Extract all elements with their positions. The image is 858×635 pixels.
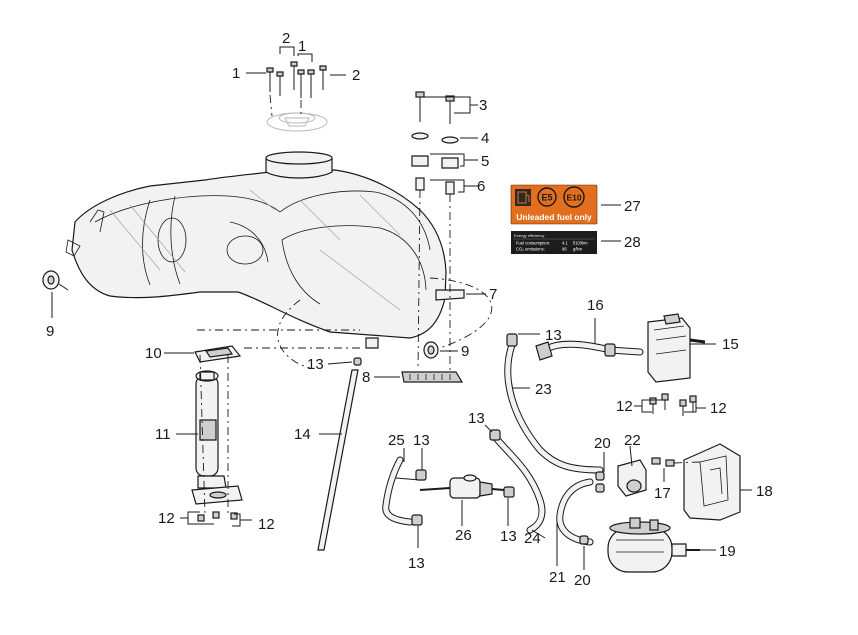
callout-23: 23 — [535, 381, 552, 398]
hose-clamps — [353, 357, 605, 545]
e5-badge — [537, 187, 557, 207]
bracket-bolts — [411, 91, 459, 371]
callout-20: 20 — [594, 435, 611, 452]
callout-9: 9 — [46, 323, 54, 340]
callout-1: 1 — [298, 38, 306, 55]
pump-gasket-top — [194, 345, 242, 363]
callout-12: 12 — [616, 398, 633, 415]
callout-22: 22 — [624, 432, 641, 449]
callout-26: 26 — [455, 527, 472, 544]
callouts: 1 1 2 2 3 4 5 6 7 8 9 9 10 11 12 12 12 1… — [46, 30, 773, 589]
callout-11: 11 — [155, 426, 171, 443]
grommet-left — [42, 270, 60, 290]
valve-screws — [649, 393, 697, 416]
callout-14: 14 — [294, 426, 311, 443]
fuel-hose-24 — [489, 429, 546, 534]
callout-8: 8 — [362, 369, 370, 386]
callout-9: 9 — [461, 343, 469, 360]
fuel-hose-21 — [556, 478, 594, 546]
callout-13: 13 — [500, 528, 517, 545]
filler-cap-ring — [266, 112, 328, 132]
callout-24: 24 — [524, 530, 541, 547]
callout-13: 13 — [468, 410, 485, 427]
co2-emissions-value: 96 — [562, 247, 567, 252]
assembly-line — [197, 277, 493, 516]
callout-10: 10 — [145, 345, 162, 362]
co2-emissions-label: CO₂ emissions: — [516, 247, 545, 252]
callout-15: 15 — [722, 336, 739, 353]
efficiency-label-title: Energy efficiency — [514, 233, 544, 238]
callout-27: 27 — [624, 198, 641, 215]
callout-25: 25 — [388, 432, 405, 449]
rollover-valve — [647, 313, 706, 383]
callout-12: 12 — [258, 516, 275, 533]
callout-7: 7 — [489, 286, 497, 303]
callout-2: 2 — [282, 30, 290, 47]
canister-bracket — [683, 443, 741, 521]
fuel-label-text: Unleaded fuel only — [516, 212, 592, 222]
callout-13: 13 — [408, 555, 425, 572]
callout-12: 12 — [710, 400, 727, 417]
fuel-tank — [65, 151, 465, 349]
callout-5: 5 — [481, 153, 489, 170]
fuel-pump-icon — [515, 189, 531, 206]
fuel-filter — [419, 474, 505, 499]
drain-hose — [317, 369, 359, 551]
e10-badge-text: E10 — [566, 193, 581, 203]
callout-1: 1 — [232, 65, 240, 82]
callout-13: 13 — [413, 432, 430, 449]
fuel-hose-25 — [382, 456, 421, 526]
callout-20: 20 — [574, 572, 591, 589]
callout-13: 13 — [307, 356, 324, 373]
callout-17: 17 — [654, 485, 671, 502]
fuel-hose-23 — [504, 333, 604, 474]
charcoal-canister — [607, 517, 700, 573]
callout-12: 12 — [158, 510, 175, 527]
callout-18: 18 — [756, 483, 773, 500]
callout-3: 3 — [479, 97, 487, 114]
cap-screws — [266, 61, 327, 117]
callout-21: 21 — [549, 569, 566, 586]
vent-hose-16 — [535, 340, 644, 361]
grommet-right — [423, 341, 439, 359]
pump-screws — [197, 511, 238, 522]
callout-16: 16 — [587, 297, 604, 314]
e5-badge-text: E5 — [541, 193, 552, 203]
callout-2: 2 — [352, 67, 360, 84]
bracket-screws — [651, 457, 701, 467]
callout-6: 6 — [477, 178, 485, 195]
callout-19: 19 — [719, 543, 736, 560]
e10-badge — [563, 186, 585, 208]
canister-mount — [617, 459, 647, 497]
efficiency-label: Energy efficiency Fuel consumption: 4.1 … — [511, 231, 597, 254]
rubber-pad — [401, 371, 464, 383]
fuel-consumption-label: Fuel consumption: — [516, 241, 550, 246]
callout-28: 28 — [624, 234, 641, 251]
co2-emissions-unit: g/km — [573, 247, 583, 252]
callout-4: 4 — [481, 130, 489, 147]
fuel-consumption-unit: l/100km — [573, 241, 588, 246]
efficiency-label-background — [511, 231, 597, 254]
fuel-pump — [195, 370, 227, 489]
fuel-consumption-value: 4.1 — [562, 241, 568, 246]
pump-flange — [191, 485, 243, 505]
callout-13: 13 — [545, 327, 562, 344]
fuel-type-label: E5 E10 Unleaded fuel only — [510, 184, 598, 225]
leader-lines — [51, 46, 752, 570]
